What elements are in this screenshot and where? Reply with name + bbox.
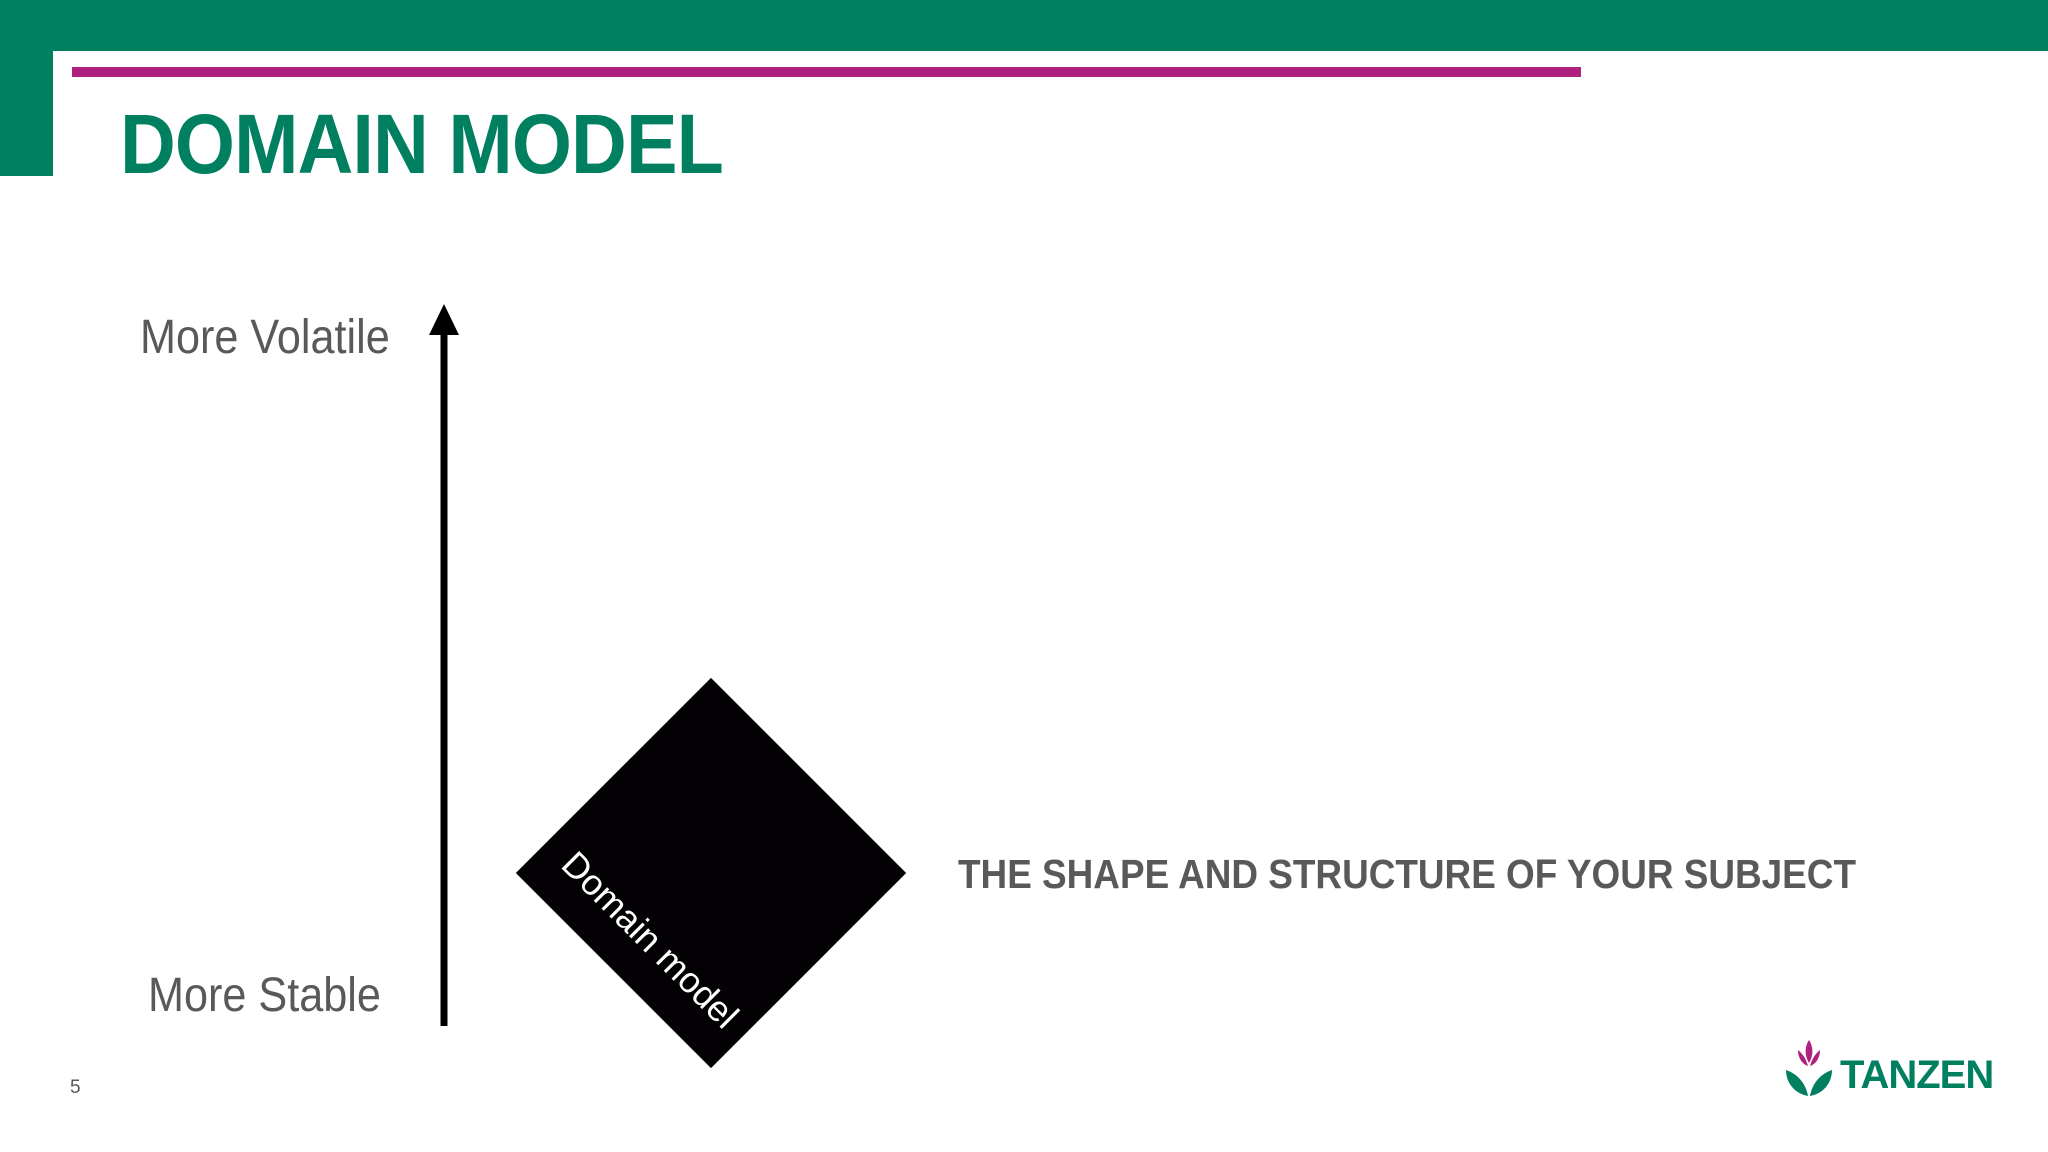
slide-title: DOMAIN MODEL bbox=[120, 97, 724, 191]
axis-label-top: More Volatile bbox=[140, 311, 390, 364]
axis-label-bottom: More Stable bbox=[148, 969, 381, 1022]
lotus-icon bbox=[1786, 1040, 1832, 1096]
top-band bbox=[0, 0, 2048, 51]
title-rule bbox=[72, 67, 1581, 77]
tanzen-logo: TANZEN bbox=[1784, 1036, 1994, 1100]
left-accent-bar bbox=[0, 51, 53, 176]
axis-arrowhead-icon bbox=[429, 304, 459, 335]
page-number: 5 bbox=[70, 1077, 81, 1098]
logo-text: TANZEN bbox=[1840, 1053, 1994, 1097]
diagram-description: THE SHAPE AND STRUCTURE OF YOUR SUBJECT bbox=[958, 851, 1856, 897]
